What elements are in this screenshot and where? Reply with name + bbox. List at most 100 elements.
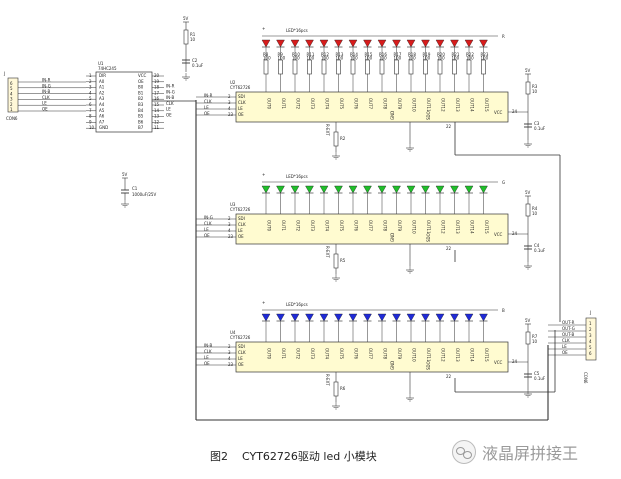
driver-out-pin: OUT14	[470, 220, 475, 234]
led-icon	[290, 313, 300, 322]
decoupling-r-ref: R4	[532, 206, 538, 211]
ground-icon	[332, 402, 340, 410]
led-row-label: LED*16pcs	[286, 28, 308, 33]
led-rail-plus: +	[262, 300, 265, 305]
buffer-right-pin: B7	[138, 125, 144, 130]
driver-out-pin: OUT5	[339, 98, 344, 110]
driver-pin-num: 2	[228, 344, 231, 349]
series-resistor	[263, 59, 269, 75]
series-resistor-value: 100	[379, 56, 387, 61]
ground-icon	[524, 140, 532, 148]
buffer-left-pin: A6	[99, 114, 105, 119]
buffer-right-pin: B4	[138, 108, 144, 113]
led-icon	[363, 39, 372, 48]
ground-icon	[406, 266, 414, 274]
series-resistor-value: 100	[481, 56, 489, 61]
led-icon	[406, 313, 416, 322]
driver-in-pin: LE	[238, 106, 243, 111]
series-resistor	[437, 59, 443, 75]
driver-out-pin: OUT1	[281, 220, 286, 232]
buffer-right-num: 14	[154, 108, 160, 113]
bulk-c-value: 1000uF/25V	[132, 192, 156, 197]
driver-in-pin: OE	[238, 112, 244, 117]
buffer-out-signal: IN-R	[166, 84, 175, 89]
led-icon	[261, 39, 271, 48]
driver-out-pin: OUT14	[470, 348, 475, 362]
led-icon	[479, 39, 488, 48]
buffer-left-pin: A5	[99, 108, 105, 113]
buffer-capacitor	[182, 59, 190, 64]
led-icon	[305, 313, 314, 322]
buffer-chip	[95, 71, 153, 133]
series-resistor-ref: R14	[350, 52, 358, 57]
driver-chip	[235, 341, 509, 373]
driver-chip	[235, 91, 509, 123]
driver-out-pin: OUT6	[354, 98, 359, 110]
ground-icon	[524, 390, 532, 398]
driver-out-pin: OUT8	[383, 98, 388, 110]
buffer-right-num: 11	[154, 125, 160, 130]
driver-sdo-pin: SDO	[426, 361, 431, 370]
series-resistor-value: 100	[278, 56, 286, 61]
led-icon	[464, 39, 474, 48]
series-resistor-ref: R13	[336, 52, 344, 57]
ground-icon	[332, 274, 340, 282]
buffer-r-value: 10	[190, 37, 196, 42]
led-icon	[363, 185, 372, 194]
driver-out-pin: OUT0	[267, 98, 272, 110]
series-resistor-value: 100	[365, 56, 373, 61]
channel-label: R	[502, 34, 505, 39]
led-icon	[435, 185, 445, 194]
rext-resistor	[333, 381, 339, 397]
series-resistor-value: 100	[307, 56, 315, 61]
driver-out-pin: OUT11	[426, 220, 431, 234]
led-icon	[377, 39, 387, 48]
driver-vcc-num: 24	[512, 359, 518, 364]
driver-pin-num: 2	[228, 216, 231, 221]
led-rail-plus: +	[262, 172, 265, 177]
buffer-right-num: 19	[154, 79, 160, 84]
connector-pin: 6	[10, 81, 13, 86]
series-resistor-ref: R19	[423, 52, 431, 57]
connector-pin: 1	[589, 321, 592, 326]
buffer-left-num: 4	[89, 90, 92, 95]
driver-in-signal: IN-G	[204, 215, 213, 220]
series-resistor	[321, 59, 327, 75]
ground-icon	[406, 144, 414, 152]
driver-in-signal: LE	[204, 227, 209, 232]
led-icon	[319, 185, 329, 194]
driver-pin-num: 3	[228, 222, 231, 227]
driver-out-pin: OUT10	[412, 98, 417, 112]
driver-pin-num: 2	[228, 94, 231, 99]
led-icon	[421, 39, 430, 48]
ground-icon	[332, 152, 340, 160]
led-icon	[334, 185, 343, 194]
driver-out-pin: OUT8	[383, 348, 388, 360]
decoupling-resistor	[525, 203, 531, 217]
driver-part: CYT62726	[230, 85, 251, 90]
driver-out-pin: OUT9	[397, 348, 402, 360]
driver-out-pin: OUT7	[368, 348, 373, 360]
connector-pin: 4	[10, 91, 13, 96]
series-resistor	[292, 59, 298, 75]
decoupling-capacitor	[524, 373, 532, 378]
connector-signal: OUT-B	[562, 332, 574, 337]
driver-in-signal: IN-B	[204, 343, 212, 348]
buffer-left-num: 9	[89, 119, 92, 124]
led-icon	[334, 39, 343, 48]
connector-signal: OUT-R	[562, 320, 575, 325]
led-icon	[276, 39, 285, 48]
buffer-right-num: 12	[154, 119, 160, 124]
driver-out-pin: OUT7	[368, 98, 373, 110]
figure-caption: 图2 CYT62726驱动 led 小模块	[210, 448, 377, 464]
series-resistor-ref: R10	[292, 52, 300, 57]
series-resistor	[365, 59, 370, 75]
series-resistor-value: 100	[423, 56, 431, 61]
rext-pin: R-EXT	[325, 246, 330, 258]
driver-in-pin: SDI	[238, 344, 245, 349]
series-resistor-ref: R12	[321, 52, 329, 57]
led-icon	[334, 313, 343, 322]
driver-vcc-pin: VCC	[494, 360, 503, 365]
driver-out-pin: OUT10	[412, 348, 417, 362]
